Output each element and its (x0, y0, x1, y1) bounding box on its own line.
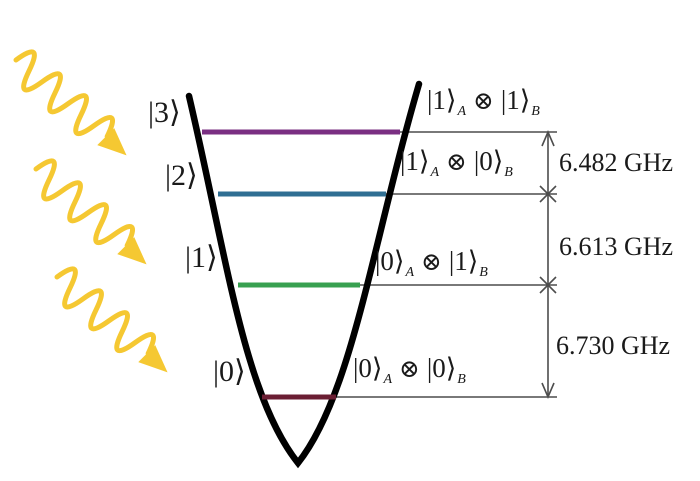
frequency-label-3-2: 6.482 GHz (559, 148, 674, 177)
tensor-product-icon: ⊗ (473, 88, 494, 115)
level-ket-label-3: |3⟩ (148, 96, 181, 129)
level-ket-label-1: |1⟩ (185, 241, 218, 274)
ket-a: |0⟩ (375, 246, 405, 276)
ket-b: |1⟩ (500, 85, 531, 115)
product-state-label-2: |1⟩A ⊗|0⟩B (400, 146, 513, 181)
ket-b: |0⟩ (473, 146, 504, 176)
ket-a: |1⟩ (400, 146, 430, 176)
photon-arrowhead-icon (138, 345, 168, 373)
tensor-product-icon: ⊗ (421, 249, 442, 276)
photon-arrowhead-icon (97, 128, 127, 156)
frequency-label-2-1: 6.613 GHz (559, 232, 674, 261)
photon-wave-icon (13, 49, 116, 139)
photon-wave-2 (33, 158, 147, 265)
ket-b: |0⟩ (426, 353, 457, 383)
ket-a: |1⟩ (427, 85, 457, 115)
tensor-product-icon: ⊗ (446, 149, 467, 176)
photon-wave-icon (54, 266, 157, 356)
ket-a-subscript: A (405, 264, 415, 281)
arrowhead-down-icon (541, 382, 555, 400)
ket-a-subscript: A (383, 371, 393, 388)
ket-a: |0⟩ (353, 353, 383, 383)
level-extension-lines (335, 131, 557, 398)
product-state-label-1: |0⟩A ⊗|1⟩B (375, 246, 488, 281)
frequency-dimension-line (539, 129, 557, 400)
dimension-cross-icon (539, 185, 557, 203)
ket-b-subscript: B (457, 371, 466, 388)
photon-wave-1 (13, 49, 127, 156)
ket-a-subscript: A (457, 103, 467, 120)
ket-b-subscript: B (479, 264, 488, 281)
photon-arrowhead-icon (117, 237, 147, 265)
potential-well-curve (185, 80, 423, 469)
tensor-product-icon: ⊗ (399, 356, 420, 383)
frequency-label-1-0: 6.730 GHz (556, 331, 671, 360)
product-state-label-0: |0⟩A⊗|0⟩B (353, 353, 466, 388)
arrowhead-up-icon (541, 129, 555, 147)
ket-b: |1⟩ (448, 246, 479, 276)
product-state-label-3: |1⟩A⊗|1⟩B (427, 85, 540, 120)
photon-arrow-group (13, 49, 168, 373)
level-ket-label-2: |2⟩ (165, 159, 198, 192)
photon-wave-3 (54, 266, 168, 373)
photon-wave-icon (33, 158, 136, 248)
ket-b-subscript: B (531, 103, 540, 120)
ket-b-subscript: B (504, 164, 513, 181)
level-ket-label-0: |0⟩ (213, 355, 246, 388)
ket-a-subscript: A (430, 164, 440, 181)
dimension-cross-icon (539, 276, 557, 294)
